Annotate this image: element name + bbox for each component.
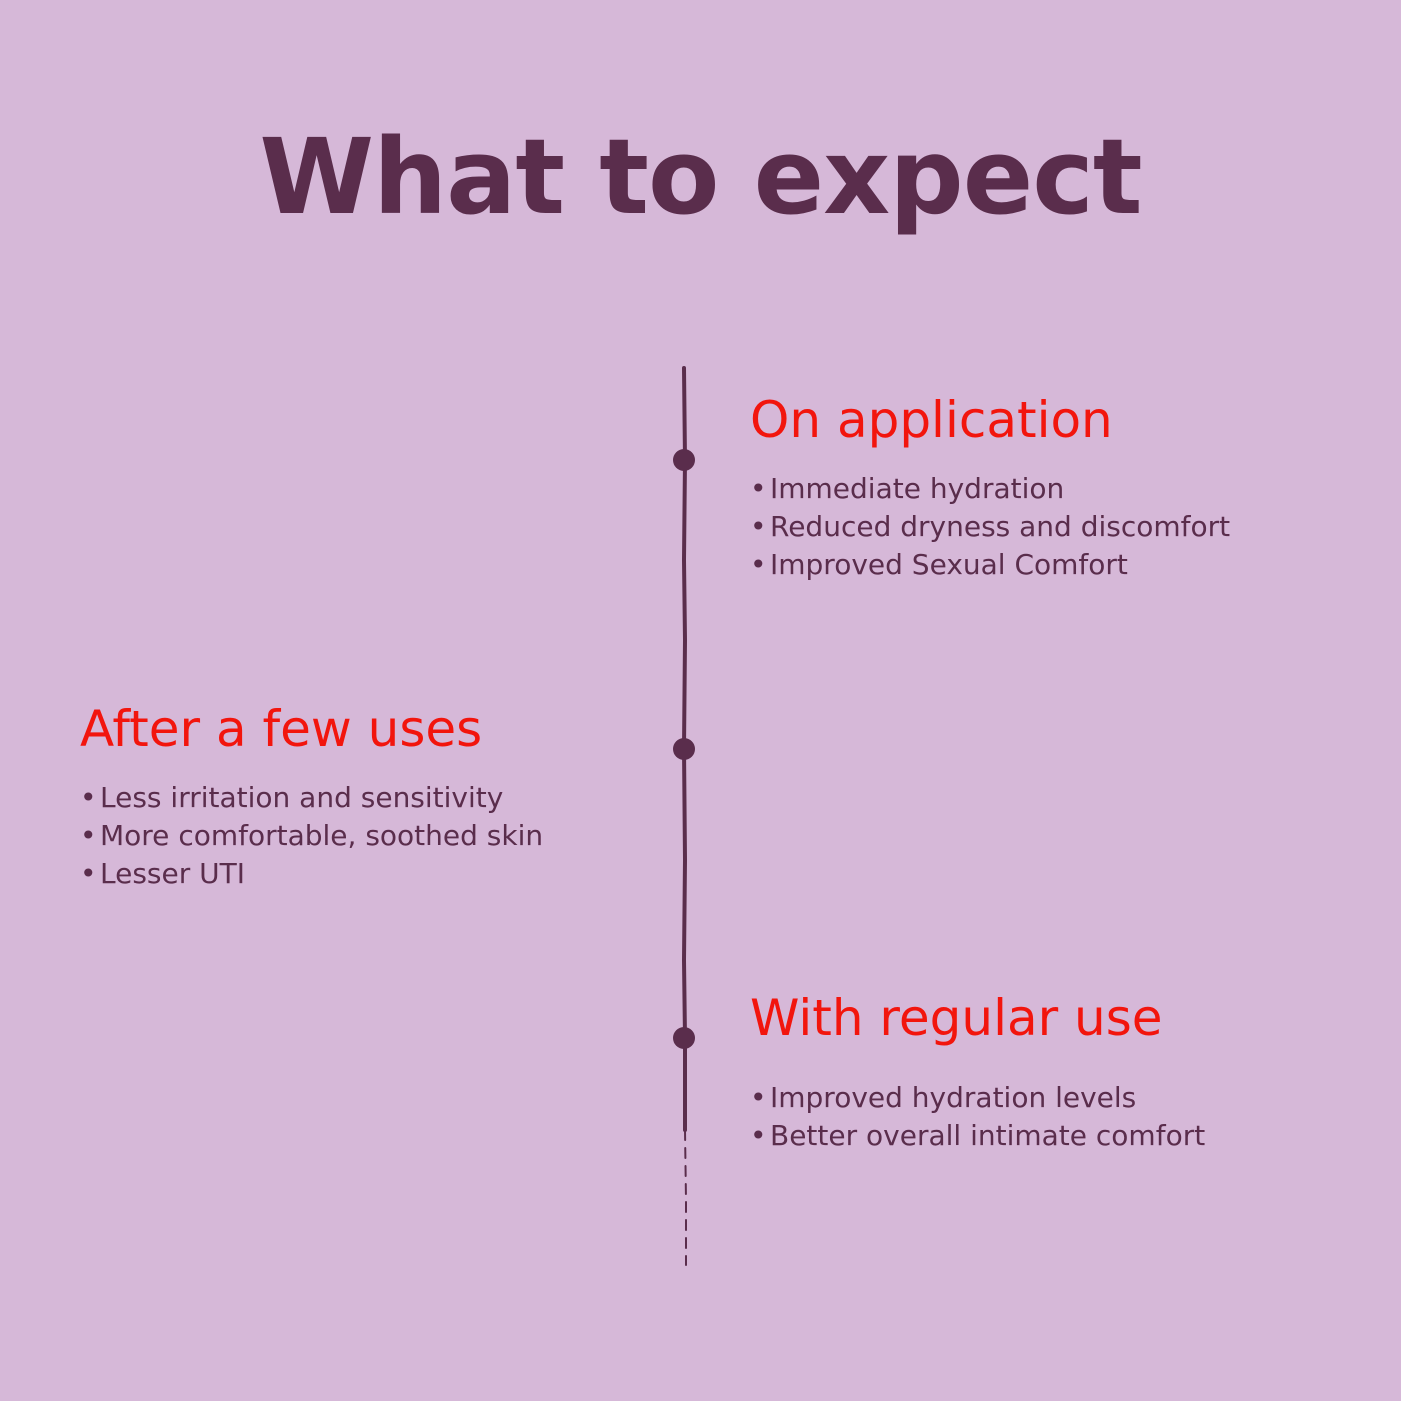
stage-heading: After a few uses [80,700,483,758]
benefit-item: •Immediate hydration [750,470,1230,508]
stage-regular-use: With regular use •Improved hydration lev… [750,991,1205,1155]
benefit-text: Lesser UTI [100,857,246,890]
benefit-text: Less irritation and sensitivity [100,781,504,814]
bullet-icon: • [80,857,97,890]
benefit-list: •Improved hydration levels •Better overa… [750,1079,1205,1155]
benefit-text: More comfortable, soothed skin [100,819,544,852]
page-title: What to expect [259,116,1142,238]
stage-heading: With regular use [750,989,1163,1047]
benefit-text: Reduced dryness and discomfort [770,510,1231,543]
stage-on-application: On application •Immediate hydration •Red… [750,393,1230,584]
benefit-text: Improved hydration levels [770,1081,1137,1114]
benefit-list: •Less irritation and sensitivity •More c… [80,779,543,893]
bullet-icon: • [80,781,97,814]
bullet-icon: • [750,548,767,581]
benefit-text: Immediate hydration [770,472,1065,505]
benefit-text: Better overall intimate comfort [770,1119,1206,1152]
benefit-list: •Immediate hydration •Reduced dryness an… [750,470,1230,584]
timeline-line [681,366,688,1132]
stage-after-few-uses: After a few uses •Less irritation and se… [80,702,543,893]
bullet-icon: • [80,819,97,852]
benefit-text: Improved Sexual Comfort [770,548,1128,581]
timeline-line-fade [684,1129,687,1266]
benefit-item: •More comfortable, soothed skin [80,817,543,855]
timeline-dot-on-application [673,449,695,471]
bullet-icon: • [750,1081,767,1114]
benefit-item: •Reduced dryness and discomfort [750,508,1230,546]
bullet-icon: • [750,1119,767,1152]
benefit-item: •Less irritation and sensitivity [80,779,543,817]
bullet-icon: • [750,472,767,505]
bullet-icon: • [750,510,767,543]
timeline-dot-after-few-uses [673,738,695,760]
timeline-dot-regular-use [673,1027,695,1049]
benefit-item: •Improved hydration levels [750,1079,1205,1117]
stage-heading: On application [750,391,1113,449]
benefit-item: •Better overall intimate comfort [750,1117,1205,1155]
benefit-item: •Improved Sexual Comfort [750,546,1230,584]
benefit-item: •Lesser UTI [80,855,543,893]
